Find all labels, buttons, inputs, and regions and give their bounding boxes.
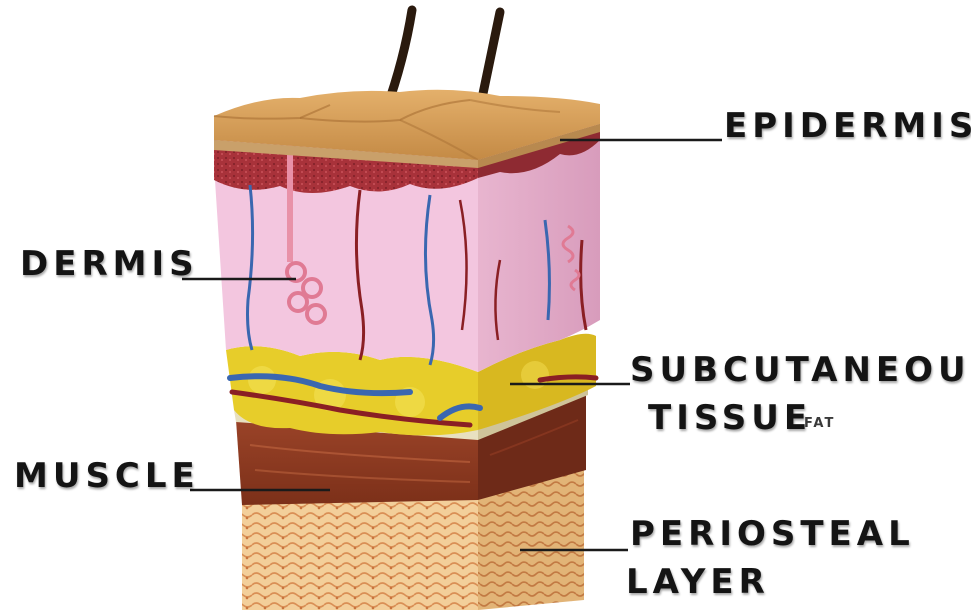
label-tissue: TISSUE bbox=[648, 398, 812, 438]
label-muscle: MUSCLE bbox=[14, 456, 200, 496]
label-epidermis: EPIDERMIS bbox=[724, 106, 971, 146]
label-fat: FAT bbox=[804, 416, 835, 431]
label-dermis: DERMIS bbox=[20, 244, 199, 284]
label-layer: LAYER bbox=[626, 562, 770, 602]
label-periosteal: PERIOSTEAL bbox=[630, 514, 915, 554]
label-subcutaneous: SUBCUTANEOUS bbox=[630, 350, 971, 390]
